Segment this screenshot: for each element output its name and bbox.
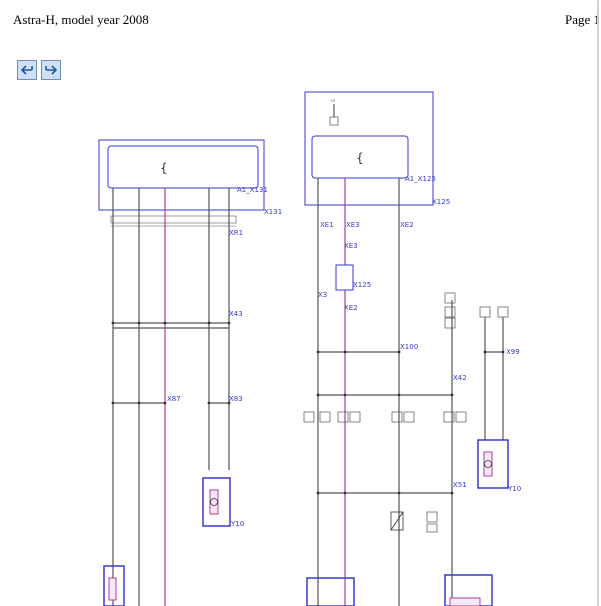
label-x43: X43: [229, 310, 243, 318]
page-edge-divider: [597, 0, 599, 606]
right-y10-solenoid: X99 Y10: [477, 306, 521, 493]
label-xe3: XE3: [346, 221, 360, 229]
label-xe1: XE1: [320, 221, 334, 229]
label-a1-x131: A1_X131: [237, 186, 268, 194]
arrow-right-icon: [43, 62, 59, 78]
label-a1-x125: A1_X125: [405, 175, 436, 183]
right-module-symbol: {: [356, 151, 364, 165]
right-splice-boxes: [303, 292, 467, 423]
label-x83: X83: [229, 395, 243, 403]
junction-dots: [111, 321, 505, 495]
left-module: { A1_X131 X131: [98, 139, 282, 216]
right-bottom-components: [306, 511, 493, 606]
label-x100: X100: [400, 343, 418, 351]
label-x51: X51: [453, 481, 467, 489]
label-x125-b: X125: [353, 281, 371, 289]
left-module-symbol: {: [160, 161, 168, 175]
page-number: Page 1: [565, 12, 601, 27]
back-button[interactable]: [17, 60, 37, 80]
label-xr1: XR1: [229, 229, 243, 237]
label-x87: X87: [167, 395, 181, 403]
left-bottom-component: [103, 565, 125, 606]
left-y10-solenoid: Y10: [202, 477, 244, 528]
arrow-left-icon: [19, 62, 35, 78]
label-x3: X3: [318, 291, 327, 299]
label-x42: X42: [453, 374, 467, 382]
label-x131: X131: [264, 208, 282, 216]
label-xe2: XE2: [400, 221, 414, 229]
label-x99: X99: [506, 348, 520, 356]
label-xe3-b: XE3: [344, 242, 358, 250]
forward-button[interactable]: [41, 60, 61, 80]
fuse-label: F8: [331, 99, 335, 103]
label-y10-right: Y10: [507, 485, 521, 493]
label-y10-left: Y10: [230, 520, 244, 528]
label-x125: X125: [432, 198, 450, 206]
right-wires: XE1 XE3 XE2 XE3 X125 X3 XE2 X100 X42 X51: [317, 178, 467, 606]
document-title: Astra-H, model year 2008: [13, 12, 149, 27]
left-wires: X43 X87 X83: [112, 188, 243, 606]
right-module: F8 { A1_X125 X125: [304, 91, 450, 206]
right-inline-connector: [335, 264, 354, 291]
label-xe2-b: XE2: [344, 304, 358, 312]
left-pin-row: XR1: [110, 215, 243, 237]
